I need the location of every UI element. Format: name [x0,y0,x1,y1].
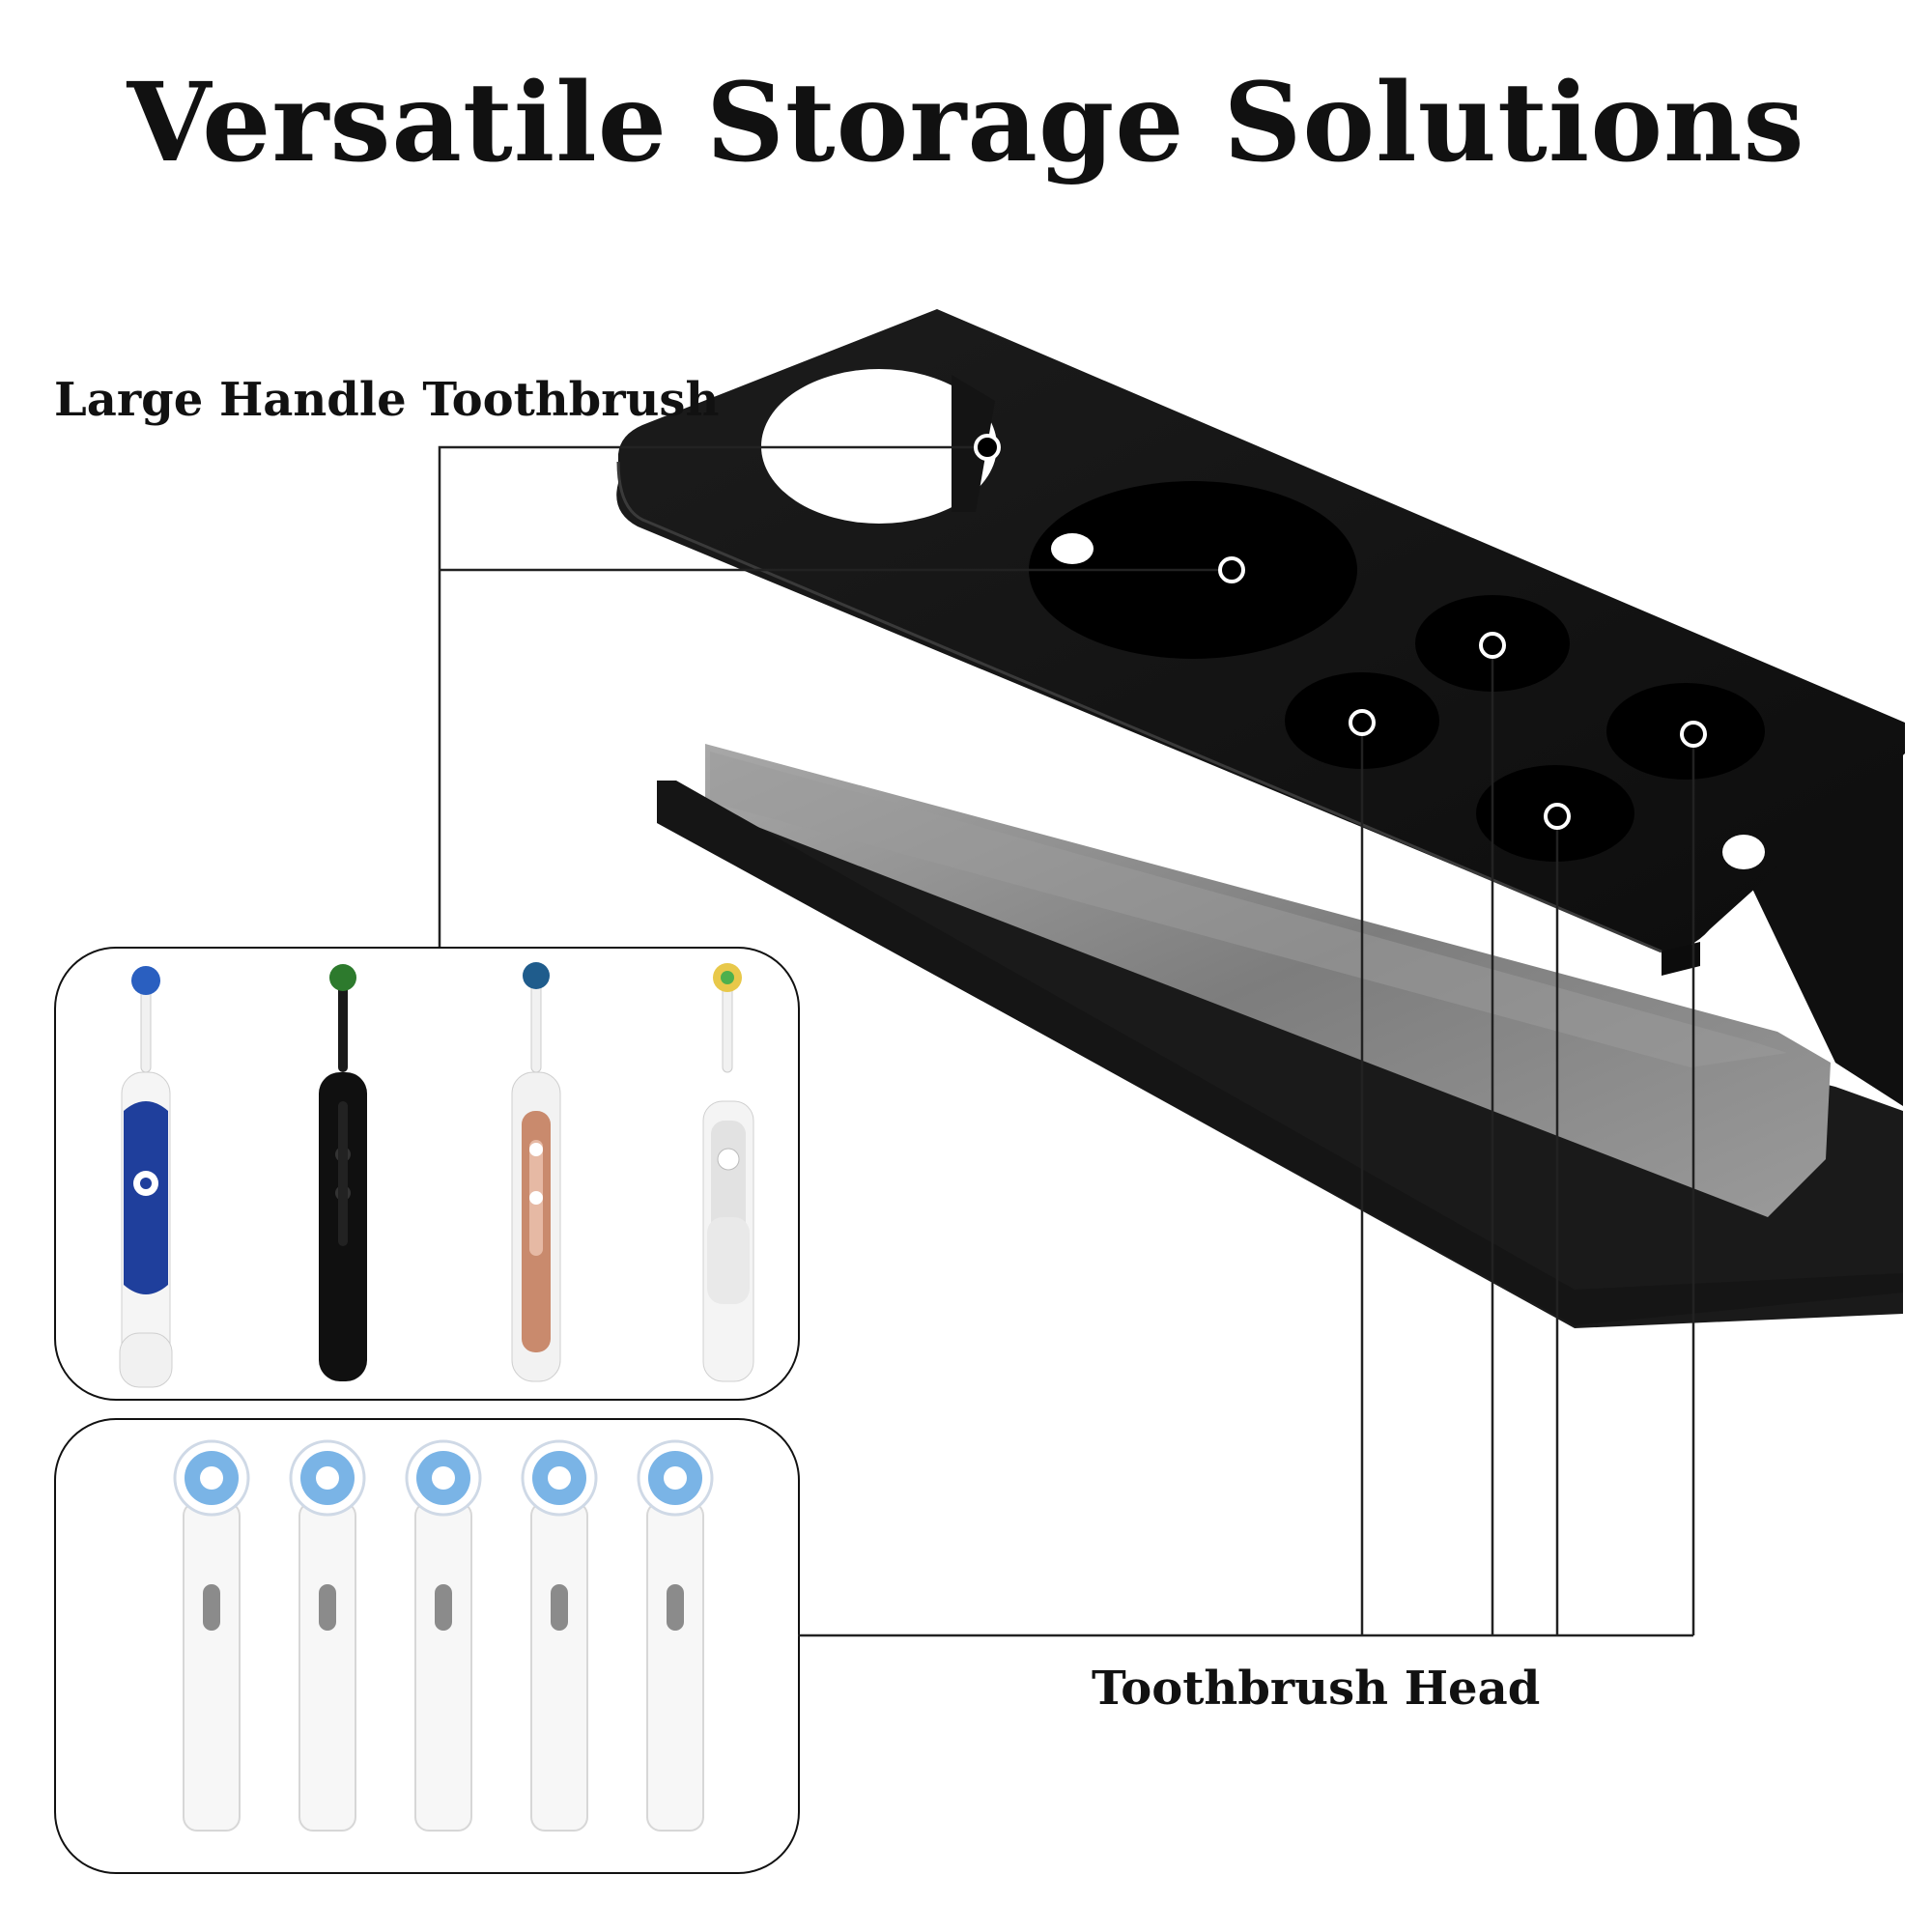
brush-head-label: Toothbrush Head [1092,1662,1541,1716]
callout-dots [974,434,1707,830]
toothbrush-head-icon [173,1439,714,1832]
callout-lines [438,445,1695,1637]
toothbrush-panel [54,947,800,1401]
large-handle-label: Large Handle Toothbrush [54,373,720,427]
toothbrush-holder-icon [616,309,1906,1328]
toothbrush-icon [119,962,754,1388]
page-title: Versatile Storage Solutions [127,60,1805,186]
